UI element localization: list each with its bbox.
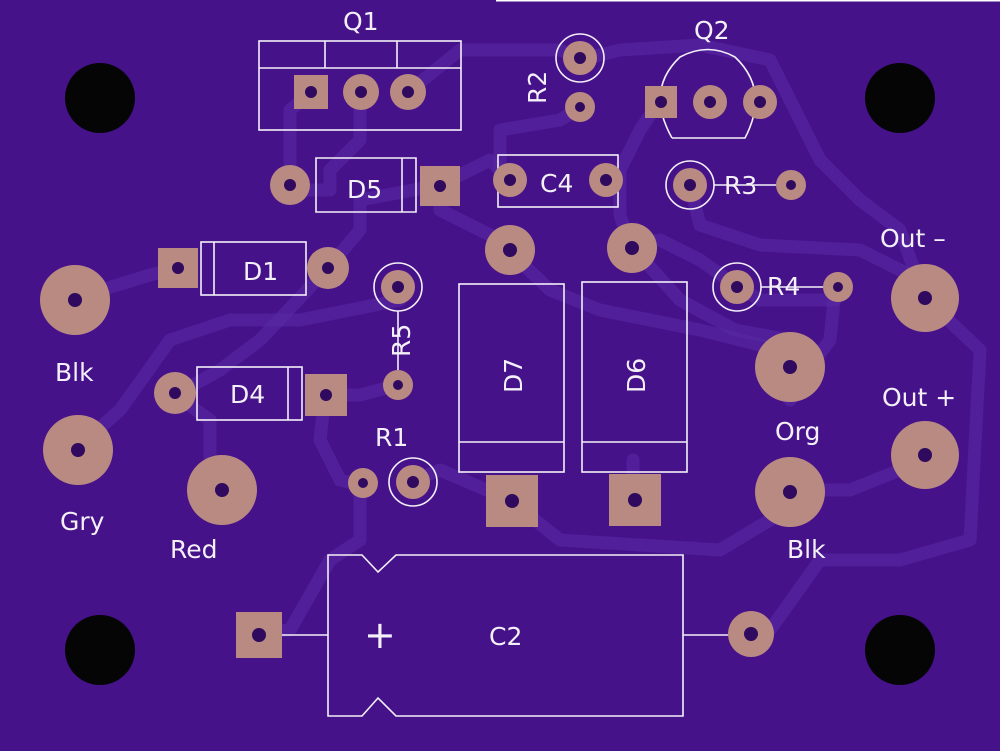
wire-pad-red: Red bbox=[170, 455, 257, 564]
r2-label: R2 bbox=[523, 71, 552, 104]
c4-label: C4 bbox=[540, 169, 573, 198]
wire-pad-gry: Gry bbox=[43, 415, 113, 536]
r3-label: R3 bbox=[724, 171, 757, 200]
d5-label: D5 bbox=[347, 175, 382, 204]
q1-label: Q1 bbox=[343, 7, 379, 36]
wire-pad-blk-left: Blk bbox=[40, 265, 110, 387]
component-r3: R3 bbox=[665, 160, 806, 210]
q2-label: Q2 bbox=[694, 16, 730, 45]
wire-red-label: Red bbox=[170, 535, 218, 564]
component-d7: D7 bbox=[458, 225, 565, 527]
component-r1: R1 bbox=[348, 423, 438, 507]
output-pad-minus: Out – bbox=[880, 224, 959, 332]
mount-hole-top-right bbox=[865, 63, 935, 133]
out-plus-label: Out + bbox=[882, 383, 956, 412]
wire-gry-label: Gry bbox=[60, 507, 105, 536]
wire-blk-left-label: Blk bbox=[55, 358, 94, 387]
d4-label: D4 bbox=[230, 380, 265, 409]
out-minus-label: Out – bbox=[880, 224, 946, 253]
component-d4: D4 bbox=[154, 366, 347, 421]
component-r4: R4 bbox=[712, 262, 853, 312]
output-pad-plus: Out + bbox=[882, 383, 959, 489]
d6-label: D6 bbox=[622, 358, 651, 393]
component-c4: C4 bbox=[493, 154, 623, 208]
wire-pad-blk-right: Blk bbox=[755, 457, 826, 564]
c2-label: C2 bbox=[489, 622, 522, 651]
component-d5: D5 bbox=[270, 157, 460, 213]
component-d6: D6 bbox=[581, 223, 688, 526]
component-r2: R2 bbox=[523, 33, 605, 122]
component-d1: D1 bbox=[158, 241, 349, 296]
component-r5: R5 bbox=[373, 262, 423, 400]
component-q1: Q1 bbox=[258, 7, 462, 131]
mount-hole-bottom-left bbox=[65, 615, 135, 685]
r4-label: R4 bbox=[767, 272, 800, 301]
wire-blk-right-label: Blk bbox=[787, 535, 826, 564]
component-q2: Q2 bbox=[645, 16, 777, 139]
mount-hole-bottom-right bbox=[865, 615, 935, 685]
d1-label: D1 bbox=[243, 257, 278, 286]
c2-polarity-plus: + bbox=[364, 613, 396, 657]
wire-pad-org: Org bbox=[755, 332, 825, 446]
mounting-holes bbox=[65, 63, 935, 685]
component-c2: + C2 bbox=[236, 554, 774, 717]
mount-hole-top-left bbox=[65, 63, 135, 133]
r1-label: R1 bbox=[375, 423, 408, 452]
d7-label: D7 bbox=[499, 358, 528, 393]
r5-label: R5 bbox=[387, 324, 416, 357]
wire-org-label: Org bbox=[775, 417, 820, 446]
